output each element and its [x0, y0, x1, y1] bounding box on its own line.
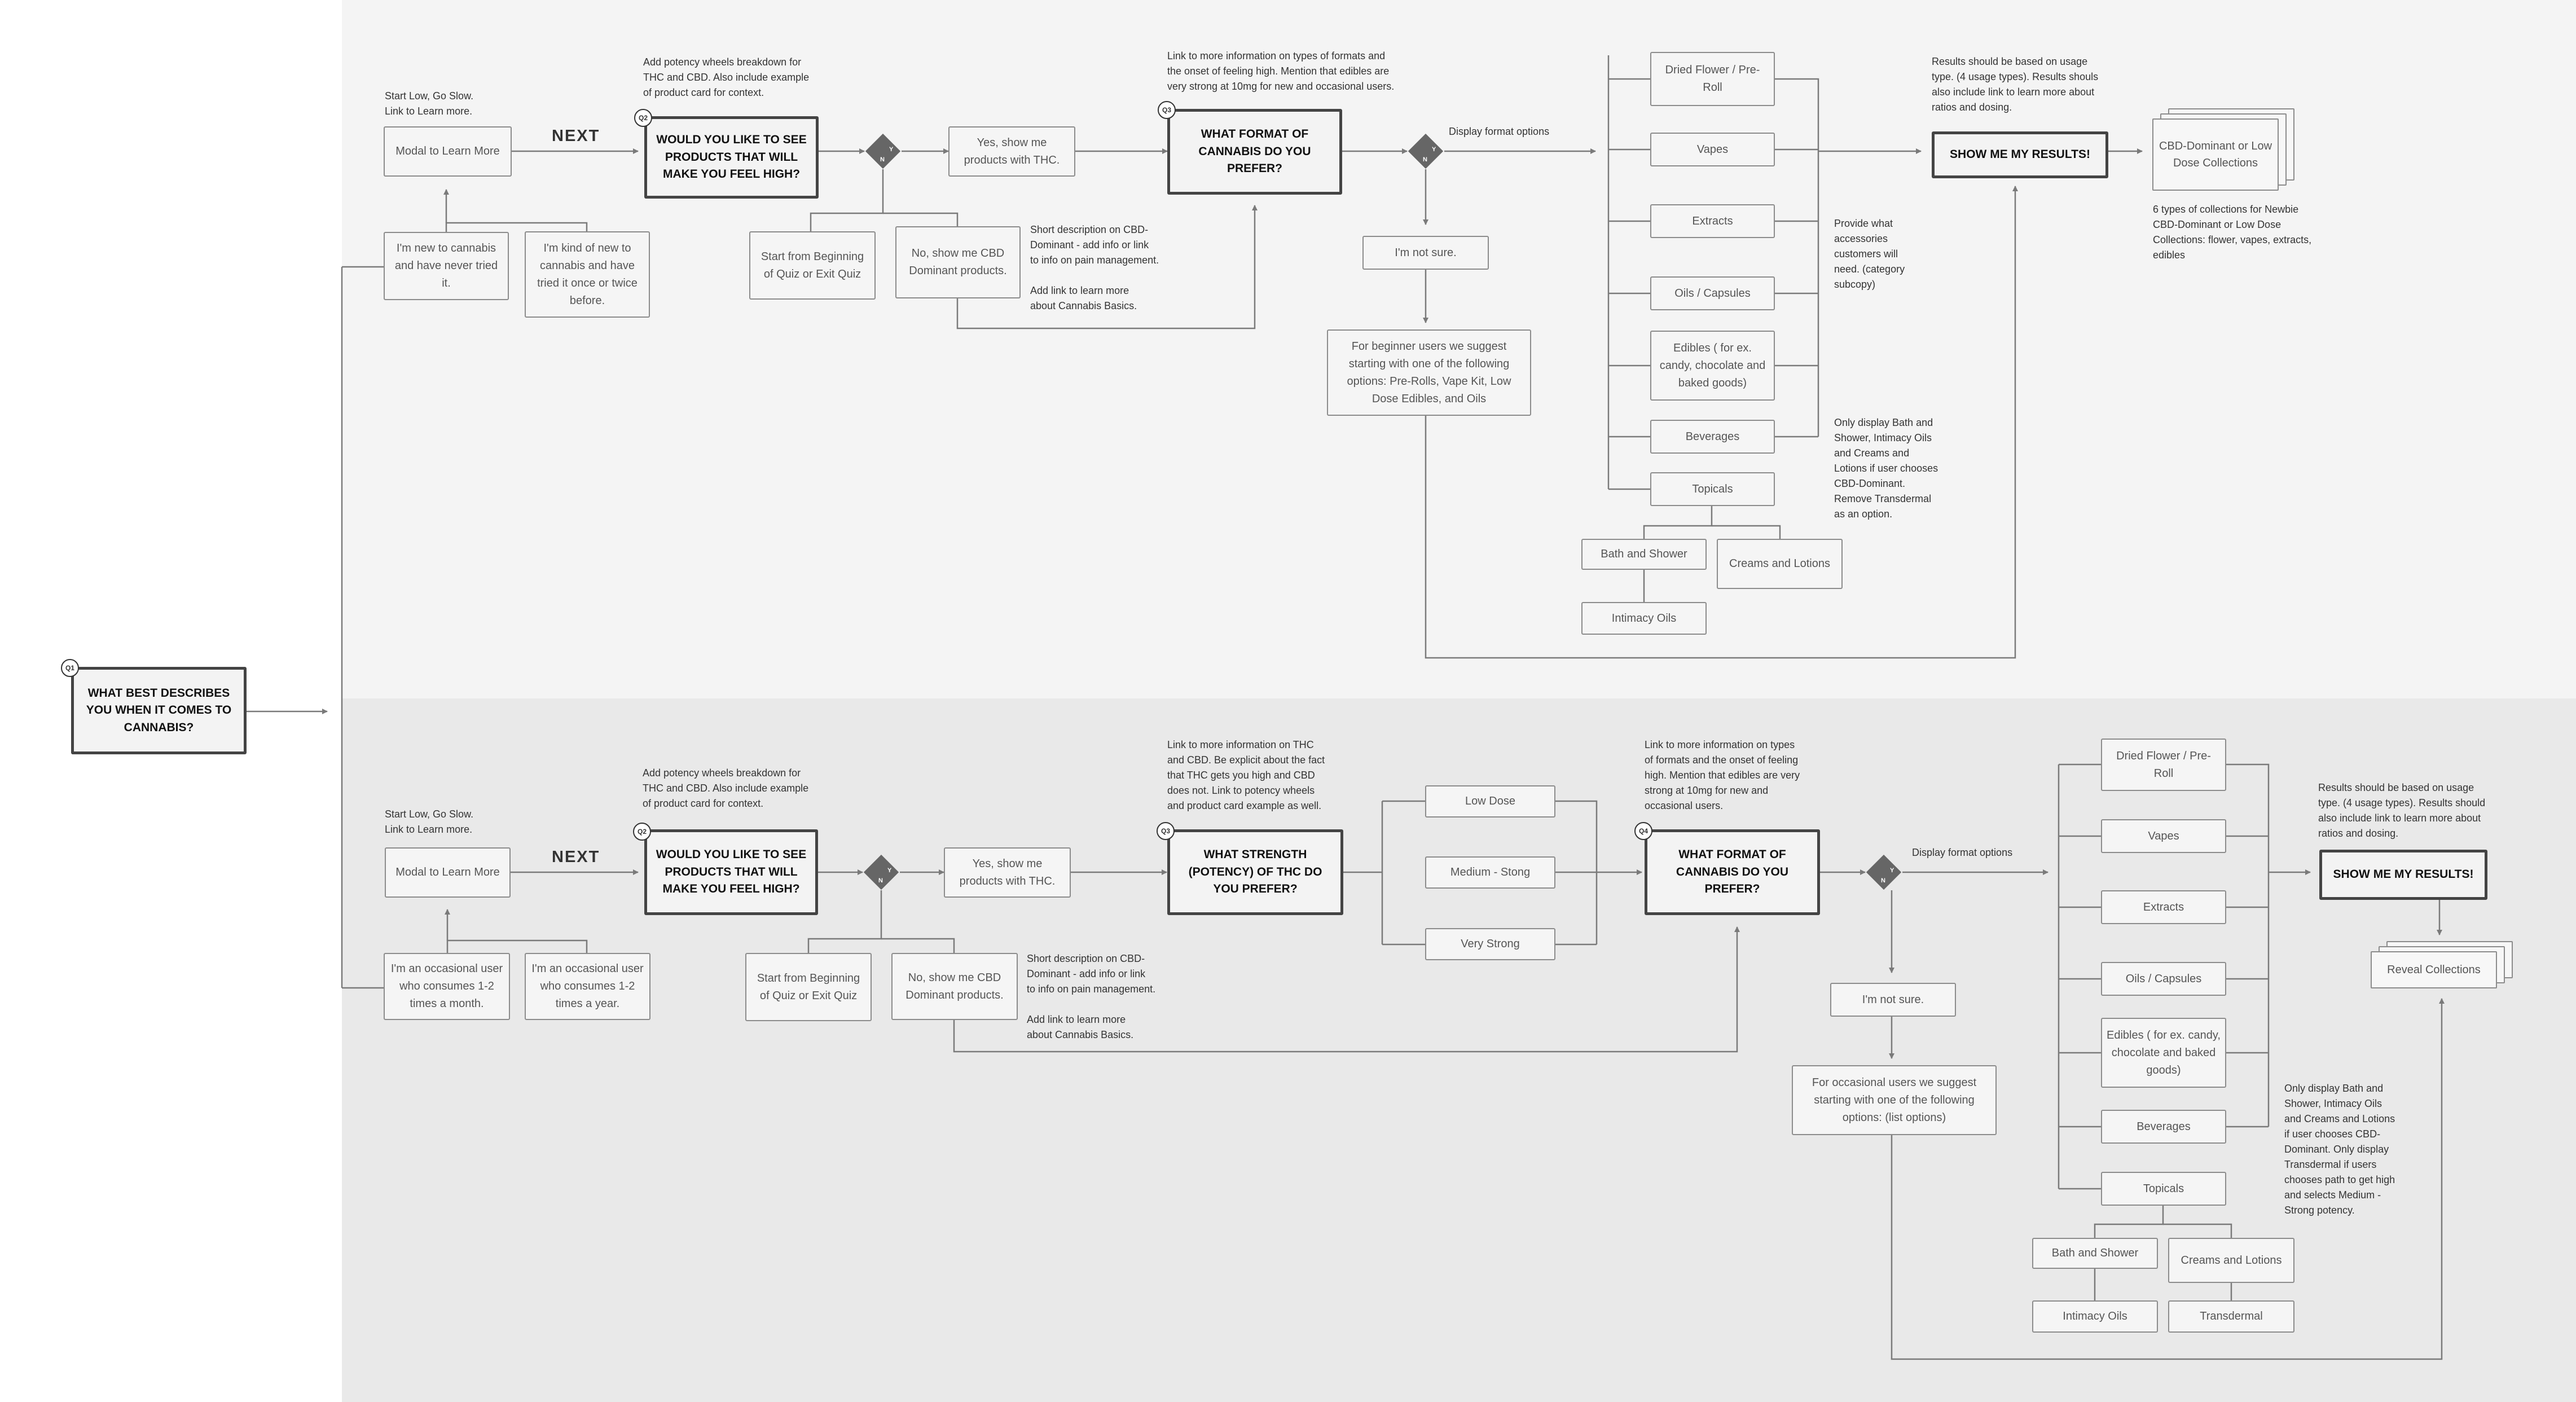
- top-results-note: Results should be based on usage type. (…: [1932, 56, 2099, 113]
- top-q2-badge: Q2: [634, 109, 652, 127]
- bottom-q3-badge: Q3: [1157, 822, 1175, 840]
- bottom-q3-question-box: WHAT STRENGTH (POTENCY) OF THC DO YOU PR…: [1167, 829, 1343, 915]
- bottom-reveal-collections-stack[interactable]: Reveal Collections: [2371, 941, 2514, 992]
- top-show-results-button[interactable]: SHOW ME MY RESULTS!: [1932, 131, 2108, 178]
- bottom-show-results-button[interactable]: SHOW ME MY RESULTS!: [2319, 850, 2487, 900]
- bottom-answer-not-sure[interactable]: I'm not sure.: [1830, 983, 1956, 1017]
- top-q2-question-box: WOULD YOU LIKE TO SEE PRODUCTS THAT WILL…: [644, 116, 819, 199]
- top-modal-learn-more[interactable]: Modal to Learn More: [384, 126, 512, 177]
- top-start-low-note: Start Low, Go Slow. Link to Learn more.: [385, 90, 474, 117]
- bottom-q4-badge: Q4: [1634, 822, 1652, 840]
- top-accessories-note: Provide what accessories customers will …: [1834, 218, 1905, 290]
- top-answer-new-tried-once[interactable]: I'm kind of new to cannabis and have tri…: [525, 231, 650, 318]
- top-topical-intimacy-oils[interactable]: Intimacy Oils: [1581, 602, 1707, 635]
- top-next-label: NEXT: [552, 127, 600, 145]
- bottom-format-vapes[interactable]: Vapes: [2101, 819, 2226, 853]
- bottom-format-edibles[interactable]: Edibles ( for ex. candy, chocolate and b…: [2101, 1018, 2226, 1088]
- bottom-display-formats-note: Display format options: [1912, 847, 2013, 858]
- bottom-q3-note: Link to more information on THC and CBD.…: [1167, 739, 1325, 811]
- bottom-format-dried-flower[interactable]: Dried Flower / Pre-Roll: [2101, 739, 2226, 791]
- top-format-edibles[interactable]: Edibles ( for ex. candy, chocolate and b…: [1650, 331, 1775, 401]
- top-answer-not-sure[interactable]: I'm not sure.: [1362, 236, 1489, 270]
- top-format-dried-flower[interactable]: Dried Flower / Pre-Roll: [1650, 52, 1775, 106]
- bottom-topical-intimacy-oils[interactable]: Intimacy Oils: [2032, 1300, 2158, 1333]
- top-format-vapes[interactable]: Vapes: [1650, 133, 1775, 166]
- top-collections-label: CBD-Dominant or Low Dose Collections: [2159, 140, 2272, 169]
- top-q3-question-box: WHAT FORMAT OF CANNABIS DO YOU PREFER?: [1167, 109, 1342, 195]
- top-display-formats-note: Display format options: [1449, 126, 1550, 137]
- top-beginner-suggestion: For beginner users we suggest starting w…: [1327, 329, 1531, 416]
- bottom-start-low-note: Start Low, Go Slow. Link to Learn more.: [385, 808, 474, 835]
- bottom-answer-occasional-year[interactable]: I'm an occasional user who consumes 1-2 …: [525, 953, 650, 1020]
- top-q3-badge: Q3: [1158, 101, 1176, 119]
- bottom-results-note: Results should be based on usage type. (…: [2318, 782, 2486, 839]
- bottom-q4-note: Link to more information on types of for…: [1645, 739, 1800, 811]
- bottom-answer-occasional-month[interactable]: I'm an occasional user who consumes 1-2 …: [384, 953, 510, 1020]
- bottom-answer-yes-thc[interactable]: Yes, show me products with THC.: [944, 847, 1071, 898]
- q1-badge: Q1: [61, 659, 79, 677]
- top-answer-new-never-tried[interactable]: I'm new to cannabis and have never tried…: [384, 232, 509, 300]
- bottom-potency-medium-strong[interactable]: Medium - Stong: [1425, 856, 1555, 889]
- top-answer-yes-thc[interactable]: Yes, show me products with THC.: [948, 126, 1075, 177]
- top-topical-bath-shower[interactable]: Bath and Shower: [1581, 539, 1707, 570]
- bottom-format-beverages[interactable]: Beverages: [2101, 1110, 2226, 1144]
- bottom-q2-note: Add potency wheels breakdown for THC and…: [643, 767, 809, 809]
- top-format-topicals[interactable]: Topicals: [1650, 472, 1775, 506]
- bottom-topical-transdermal[interactable]: Transdermal: [2168, 1300, 2294, 1333]
- bottom-topical-bath-shower[interactable]: Bath and Shower: [2032, 1238, 2158, 1269]
- bottom-q4-question-box: WHAT FORMAT OF CANNABIS DO YOU PREFER?: [1645, 829, 1820, 915]
- top-format-oils-capsules[interactable]: Oils / Capsules: [1650, 276, 1775, 310]
- top-q3-note: Link to more information on types of for…: [1167, 50, 1395, 92]
- top-topical-creams-lotions[interactable]: Creams and Lotions: [1717, 539, 1843, 589]
- bottom-q2-question-box: WOULD YOU LIKE TO SEE PRODUCTS THAT WILL…: [644, 829, 818, 915]
- top-answer-no-cbd[interactable]: No, show me CBD Dominant products.: [895, 226, 1021, 298]
- top-format-beverages[interactable]: Beverages: [1650, 420, 1775, 454]
- top-format-extracts[interactable]: Extracts: [1650, 204, 1775, 238]
- bottom-answer-no-cbd[interactable]: No, show me CBD Dominant products.: [891, 953, 1018, 1020]
- top-q2-note: Add potency wheels breakdown for THC and…: [643, 56, 810, 98]
- bottom-cbd-note: Short description on CBD- Dominant - add…: [1027, 953, 1156, 1040]
- q1-question-box: WHAT BEST DESCRIBES YOU WHEN IT COMES TO…: [71, 667, 247, 754]
- top-restart-or-exit[interactable]: Start from Beginning of Quiz or Exit Qui…: [749, 231, 876, 300]
- bottom-format-oils-capsules[interactable]: Oils / Capsules: [2101, 962, 2226, 996]
- bottom-modal-learn-more[interactable]: Modal to Learn More: [385, 847, 511, 898]
- bottom-reveal-collections-label: Reveal Collections: [2387, 964, 2481, 976]
- bottom-potency-low-dose[interactable]: Low Dose: [1425, 785, 1555, 818]
- bottom-occasional-suggestion: For occasional users we suggest starting…: [1792, 1065, 1997, 1135]
- bottom-restart-or-exit[interactable]: Start from Beginning of Quiz or Exit Qui…: [745, 953, 872, 1021]
- bottom-topical-creams-lotions[interactable]: Creams and Lotions: [2168, 1238, 2294, 1283]
- top-collections-note: 6 types of collections for Newbie CBD-Do…: [2153, 204, 2312, 261]
- bottom-next-label: NEXT: [552, 848, 600, 866]
- q1-question-text: WHAT BEST DESCRIBES YOU WHEN IT COMES TO…: [86, 686, 232, 734]
- bottom-cbd-only-topicals-note: Only display Bath and Shower, Intimacy O…: [2284, 1083, 2395, 1216]
- bottom-format-extracts[interactable]: Extracts: [2101, 890, 2226, 924]
- top-collections-stack[interactable]: CBD-Dominant or Low Dose Collections: [2152, 108, 2298, 193]
- bottom-q2-badge: Q2: [633, 823, 651, 841]
- bottom-potency-very-strong[interactable]: Very Strong: [1425, 928, 1555, 960]
- top-cbd-note: Short description on CBD- Dominant - add…: [1030, 224, 1159, 311]
- top-cbd-only-topicals-note: Only display Bath and Shower, Intimacy O…: [1834, 417, 1938, 520]
- bottom-format-topicals[interactable]: Topicals: [2101, 1172, 2226, 1206]
